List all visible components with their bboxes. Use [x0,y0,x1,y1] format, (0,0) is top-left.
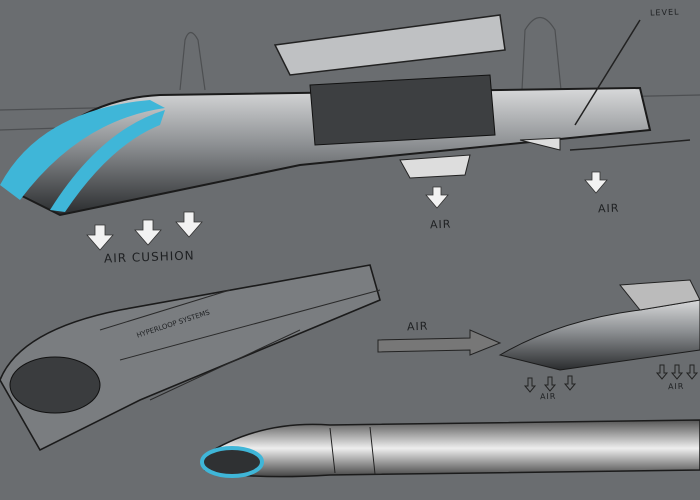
label-air-small-left: AIR [539,391,557,402]
capsule-top [0,14,691,217]
capsule-top-intake-accent [0,100,165,200]
air-flow-arrow [377,329,502,356]
capsule-middle [0,264,381,452]
capsule-right [498,279,700,393]
capsule-bottom-intake-accent [200,446,264,478]
label-air-mid: AIR [429,217,452,232]
label-air-arrow: AIR [406,319,429,334]
label-air-right: AIR [597,201,620,216]
label-air-small-right: AIR [667,381,685,392]
label-level: LEVEL [649,7,680,18]
capsule-bottom [200,419,700,478]
air-arrows [86,171,608,251]
